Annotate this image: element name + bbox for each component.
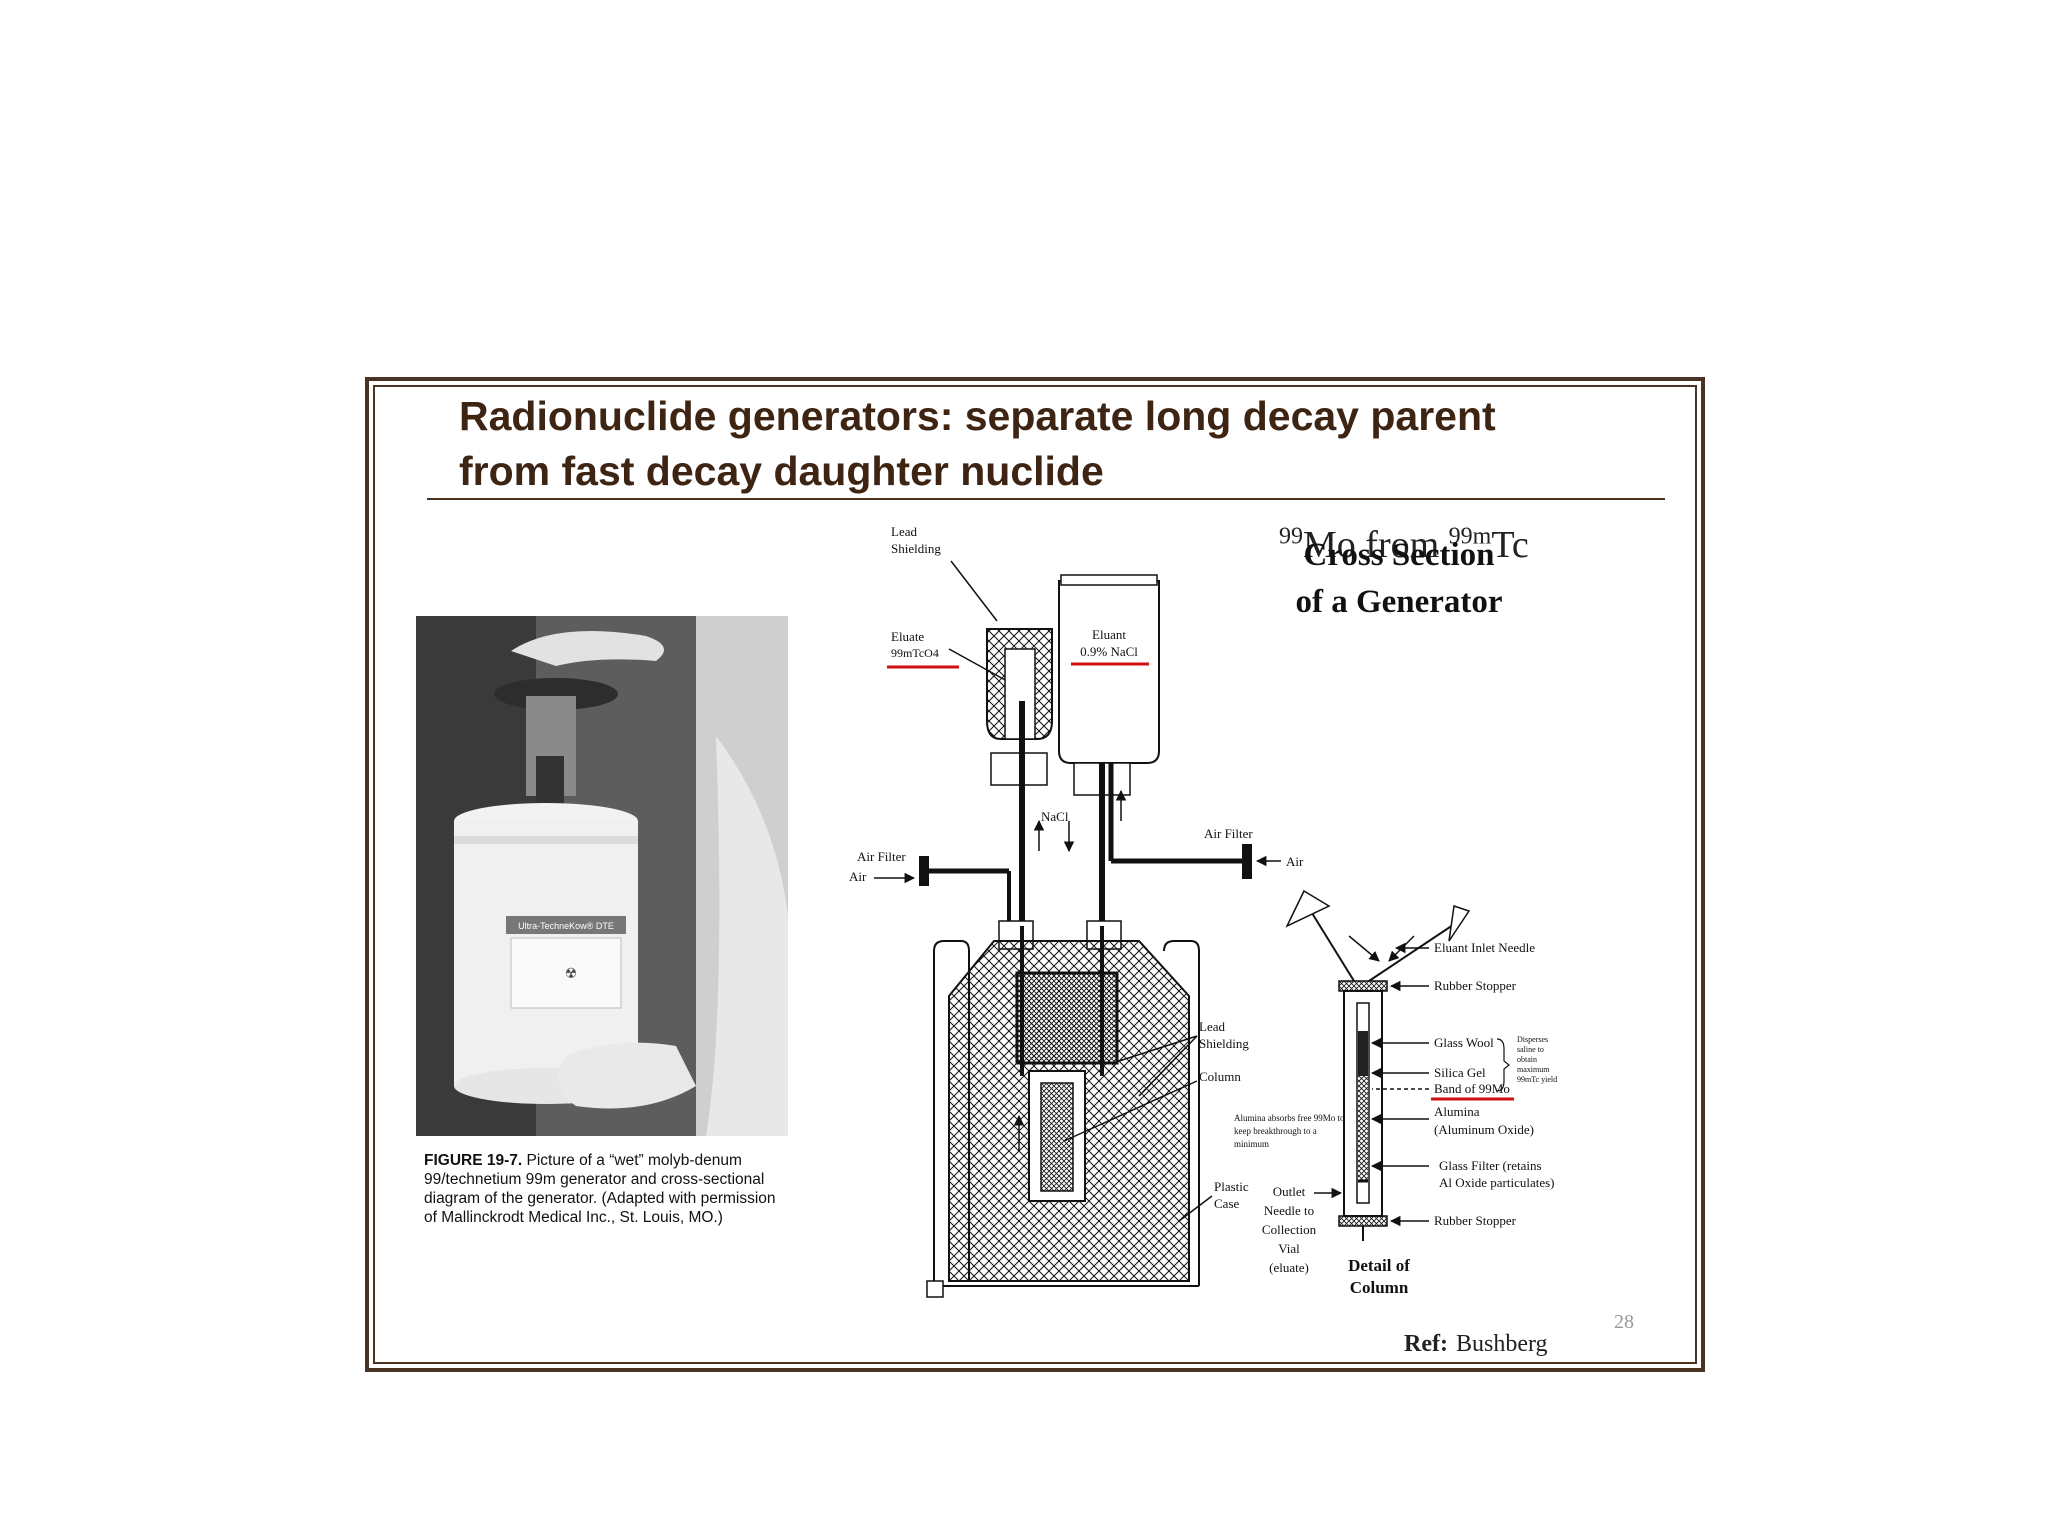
subtitle-mo: Mo from: [1303, 524, 1449, 566]
diagram-heading-line-1: Cross Section: [1304, 537, 1495, 573]
reference-value: Bushberg: [1455, 1331, 1548, 1357]
label-air-right: Air: [1286, 854, 1304, 869]
title-divider: [427, 498, 1665, 500]
subtitle-sup-mo: 99: [1279, 523, 1303, 550]
figure-caption: FIGURE 19-7. Picture of a “wet” molyb-de…: [424, 1151, 784, 1227]
diagram-heading-line-2: of a Generator: [1295, 584, 1502, 620]
label-lead-shielding-top: Lead: [891, 524, 917, 539]
page-number: 28: [1614, 1311, 1634, 1333]
label-alumina: Alumina: [1434, 1104, 1480, 1119]
label-lead-shielding-mid: Lead: [1199, 1019, 1225, 1034]
label-rubber-stopper-bottom: Rubber Stopper: [1434, 1213, 1517, 1228]
label-lead-shielding-top-2: Shielding: [891, 541, 941, 556]
title-line-1: Radionuclide generators: separate long d…: [459, 393, 1496, 439]
label-disperses-2: saline to: [1517, 1045, 1544, 1054]
label-band-of-mo: Band of 99Mo: [1434, 1081, 1510, 1096]
label-outlet-3: Collection: [1262, 1222, 1317, 1237]
slide: Radionuclide generators: separate long d…: [365, 377, 1705, 1372]
label-air-filter-right: Air Filter: [1204, 826, 1253, 841]
generator-cross-section-diagram: Cross Section of a Generator Lead Shield…: [849, 524, 1557, 1298]
label-detail-of: Detail of: [1348, 1256, 1410, 1275]
slide-subtitle: 99Mo from 99mTc: [1279, 523, 1529, 567]
label-glass-wool: Glass Wool: [1434, 1035, 1494, 1050]
radiation-symbol: ☢: [565, 967, 578, 982]
label-outlet-4: Vial: [1278, 1241, 1300, 1256]
reference: Ref: Bushberg: [1404, 1331, 1548, 1358]
label-eluant-inlet: Eluant Inlet Needle: [1434, 940, 1535, 955]
label-eluate: Eluate: [891, 629, 924, 644]
label-disperses-5: 99mTc yield: [1517, 1075, 1557, 1084]
label-disperses-1: Disperses: [1517, 1035, 1548, 1044]
label-eluant: Eluant: [1092, 627, 1126, 642]
label-lead-shielding-mid-2: Shielding: [1199, 1036, 1249, 1051]
label-rubber-stopper-top: Rubber Stopper: [1434, 978, 1517, 993]
label-aluminum-oxide: (Aluminum Oxide): [1434, 1122, 1534, 1137]
label-detail-column: Column: [1350, 1278, 1409, 1297]
title-line-2: from fast decay daughter nuclide: [459, 448, 1104, 494]
label-outlet: Outlet: [1273, 1184, 1306, 1199]
label-eluate-tco4: 99mTcO4: [891, 646, 939, 660]
slide-title: Radionuclide generators: separate long d…: [459, 389, 1639, 499]
caption-text: Picture of a “wet” molyb-denum 99/techne…: [424, 1152, 776, 1226]
label-glass-filter-2: Al Oxide particulates): [1439, 1175, 1555, 1190]
label-alumina-note-2: keep breakthrough to a: [1234, 1126, 1317, 1136]
label-plastic: Plastic: [1214, 1179, 1249, 1194]
canister-label: Ultra-TechneKow® DTE: [518, 921, 614, 931]
label-nacl: NaCl: [1041, 809, 1069, 824]
label-case: Case: [1214, 1196, 1240, 1211]
label-alumina-note-1: Alumina absorbs free 99Mo to: [1234, 1113, 1345, 1123]
label-outlet-2: Needle to: [1264, 1203, 1314, 1218]
label-air-left: Air: [849, 869, 867, 884]
label-eluant-nacl: 0.9% NaCl: [1080, 644, 1138, 659]
label-silica-gel: Silica Gel: [1434, 1065, 1486, 1080]
label-alumina-note-3: minimum: [1234, 1139, 1269, 1149]
reference-label: Ref:: [1404, 1331, 1448, 1357]
label-disperses-4: maximum: [1517, 1065, 1550, 1074]
label-disperses-3: obtain: [1517, 1055, 1537, 1064]
caption-figure-number: FIGURE 19-7.: [424, 1152, 523, 1169]
generator-photo: Ultra-TechneKow® DTE ☢: [416, 616, 788, 1136]
subtitle-tc: Tc: [1491, 524, 1529, 566]
label-air-filter-left: Air Filter: [857, 849, 906, 864]
label-column: Column: [1199, 1069, 1241, 1084]
subtitle-sup-tc: 99m: [1448, 523, 1492, 550]
label-outlet-5: (eluate): [1269, 1260, 1309, 1275]
label-glass-filter: Glass Filter (retains: [1439, 1158, 1542, 1173]
